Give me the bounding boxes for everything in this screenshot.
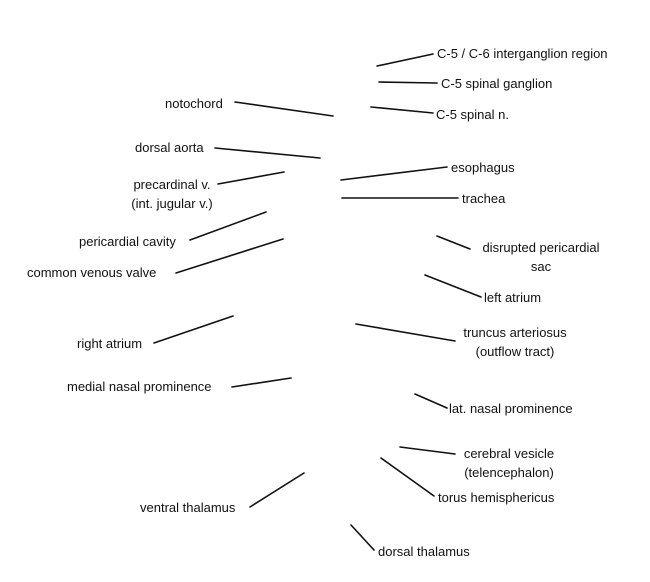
- leader-esophagus: [340, 166, 448, 181]
- leader-right-atrium: [153, 315, 234, 344]
- label-truncus-line2: (outflow tract): [475, 344, 555, 359]
- leader-cerebral-vesicle: [399, 446, 456, 455]
- leader-pericardial-cavity: [189, 211, 267, 241]
- label-left-atrium: left atrium: [484, 290, 542, 305]
- label-precardinal-line2: (int. jugular v.): [131, 196, 213, 211]
- label-esophagus: esophagus: [451, 160, 515, 175]
- label-precardinal-line1: precardinal v.: [133, 177, 211, 192]
- label-dorsal-aorta: dorsal aorta: [135, 140, 204, 155]
- label-pericardial-cavity: pericardial cavity: [79, 234, 176, 249]
- label-truncus-line1: truncus arteriosus: [463, 325, 567, 340]
- label-medial-nasal-prominence: medial nasal prominence: [67, 379, 212, 394]
- label-right-atrium: right atrium: [77, 336, 143, 351]
- leader-truncus-arteriosus: [355, 323, 456, 342]
- label-disrupted-pericardial-sac: disrupted pericardial sac: [474, 238, 608, 276]
- leader-precardinal-v: [217, 171, 285, 185]
- leader-torus: [380, 457, 435, 497]
- leader-ventral-thalamus: [249, 472, 305, 508]
- leader-lat-nasal: [414, 393, 448, 409]
- leader-dorsal-thalamus: [350, 524, 375, 551]
- label-c5-spinal-ganglion: C-5 spinal ganglion: [441, 76, 553, 91]
- label-precardinal-v: precardinal v. (int. jugular v.): [122, 175, 222, 213]
- leader-medial-nasal: [231, 377, 292, 388]
- label-cerebral-line1: cerebral vesicle: [463, 446, 555, 461]
- label-c5-spinal-nerve: C-5 spinal n.: [436, 107, 509, 122]
- label-cerebral-line2: (telencephalon): [464, 465, 554, 480]
- label-truncus-arteriosus: truncus arteriosus (outflow tract): [457, 323, 573, 361]
- label-dorsal-thalamus: dorsal thalamus: [378, 544, 470, 559]
- label-notochord: notochord: [165, 96, 223, 111]
- leader-c5-spinal-ganglion: [378, 81, 438, 84]
- leader-left-atrium: [424, 274, 482, 298]
- label-cerebral-vesicle: cerebral vesicle (telencephalon): [457, 444, 561, 482]
- leader-dorsal-aorta: [214, 147, 321, 159]
- leader-c5-c6-interganglion: [376, 53, 434, 67]
- leader-c5-spinal-nerve: [370, 106, 434, 114]
- label-c5-c6-interganglion: C-5 / C-6 interganglion region: [437, 46, 608, 61]
- label-ventral-thalamus: ventral thalamus: [140, 500, 236, 515]
- leader-common-venous-valve: [175, 238, 284, 274]
- label-disrupted-sac-line2: sac: [530, 259, 552, 274]
- leader-disrupted-sac: [436, 235, 471, 250]
- label-lat-nasal-prominence: lat. nasal prominence: [449, 401, 573, 416]
- label-common-venous-valve: common venous valve: [27, 265, 157, 280]
- leader-notochord: [234, 101, 334, 117]
- label-disrupted-sac-line1: disrupted pericardial: [482, 240, 600, 255]
- label-trachea: trachea: [462, 191, 506, 206]
- label-torus-hemisphericus: torus hemisphericus: [438, 490, 555, 505]
